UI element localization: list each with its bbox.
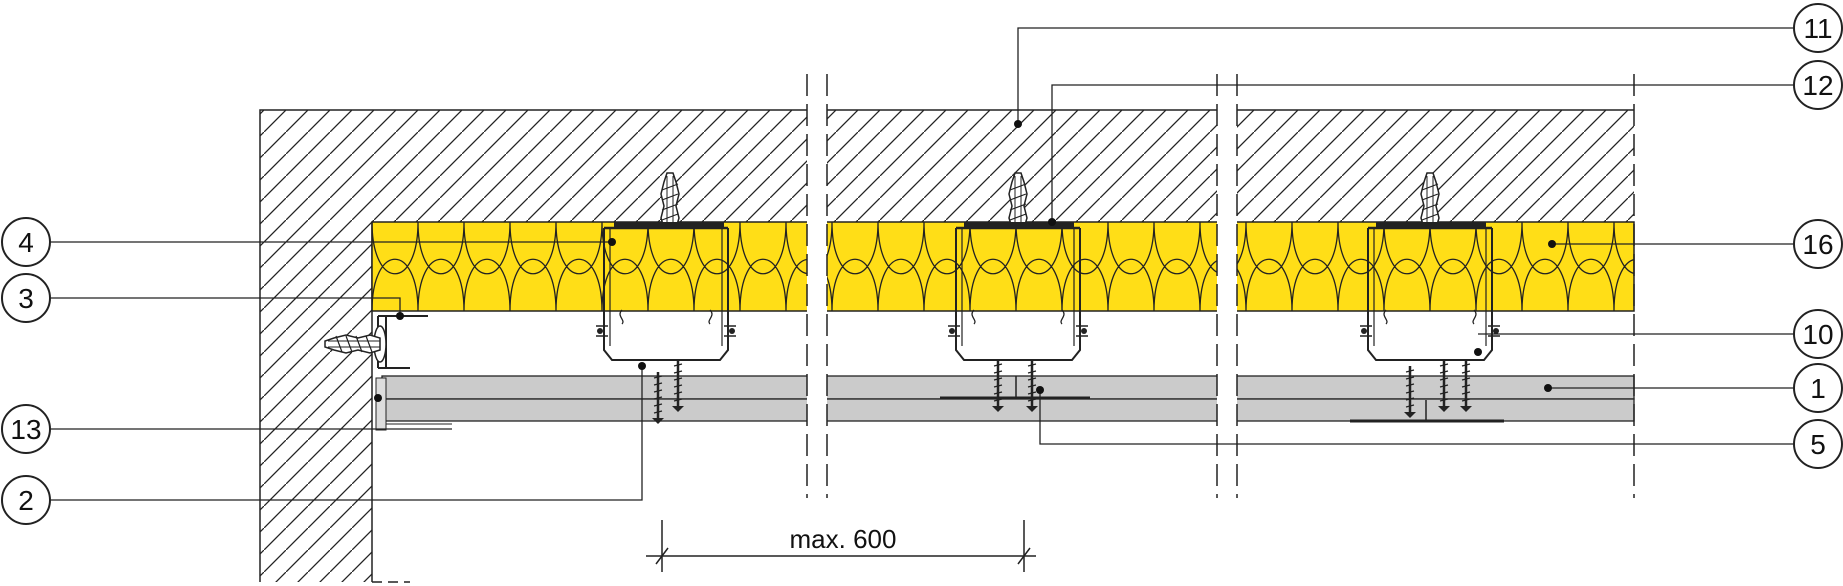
ceiling-anchor-2 [1008, 172, 1028, 229]
callout-4: 4 [1, 217, 51, 267]
svg-text:2: 2 [18, 485, 34, 516]
insulation-layer [371, 221, 1635, 312]
svg-text:4: 4 [18, 227, 34, 258]
anchor-plates [614, 222, 1486, 228]
callout-16: 16 [1793, 219, 1843, 269]
dimension-line [646, 520, 1036, 572]
wall-anchor-icon [324, 334, 381, 354]
svg-text:11: 11 [1803, 13, 1832, 44]
svg-text:3: 3 [18, 283, 34, 314]
callout-3: 3 [1, 273, 51, 323]
ceiling-anchor-3 [1420, 172, 1440, 229]
concrete-slab [260, 110, 1634, 582]
leader-lines [50, 27, 1796, 501]
leader-dots [374, 120, 1556, 402]
callout-2: 2 [1, 475, 51, 525]
callout-12: 12 [1793, 60, 1843, 110]
callout-11: 11 [1793, 3, 1843, 53]
callout-10: 10 [1793, 309, 1843, 359]
gypsum-board-upper [381, 375, 1635, 400]
gypsum-board-lower [381, 398, 1635, 422]
callout-13: 13 [1, 404, 51, 454]
svg-text:16: 16 [1802, 229, 1833, 260]
ceiling-anchor-1 [660, 172, 680, 229]
svg-text:12: 12 [1802, 70, 1833, 101]
callout-1: 1 [1793, 363, 1843, 413]
svg-text:10: 10 [1802, 319, 1833, 350]
board-joint-strips [940, 376, 1504, 423]
svg-text:5: 5 [1810, 429, 1826, 460]
dimension-label: max. 600 [790, 524, 897, 554]
svg-text:1: 1 [1810, 373, 1826, 404]
svg-text:13: 13 [10, 414, 41, 445]
section-break-gaps [806, 70, 1635, 500]
callout-5: 5 [1793, 419, 1843, 469]
